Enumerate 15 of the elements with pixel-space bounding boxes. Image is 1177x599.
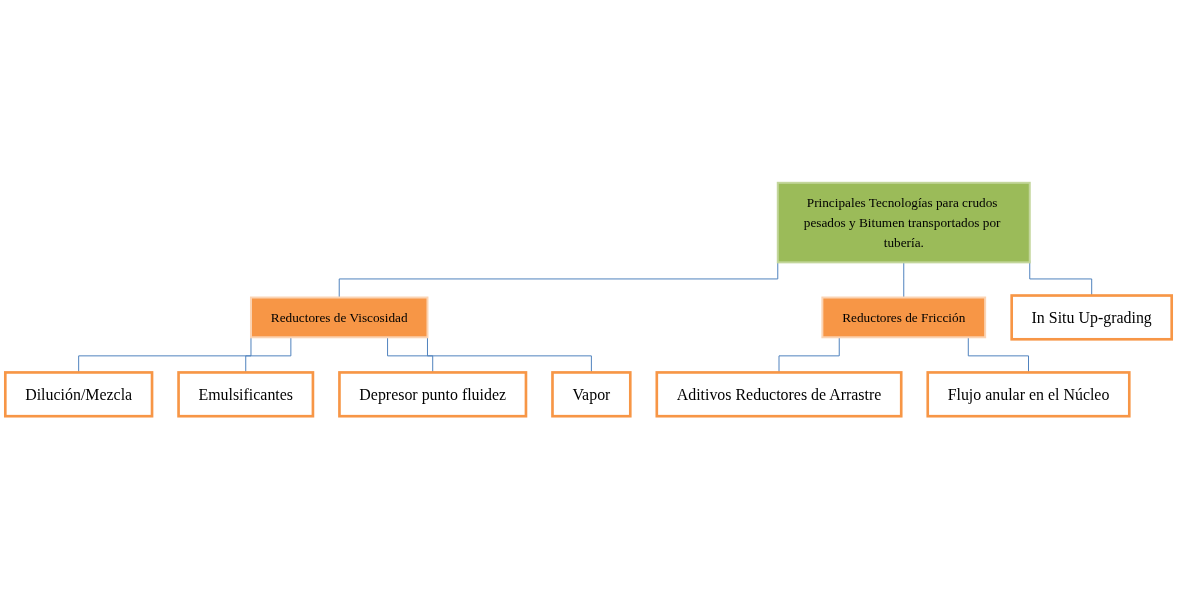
node-box: Emulsificantes <box>177 371 315 418</box>
connector <box>967 336 1029 373</box>
node-box: Reductores de Fricción <box>821 296 987 339</box>
node-box: In Situ Up-grading <box>1010 294 1174 341</box>
connector <box>387 336 434 373</box>
connector <box>245 336 292 373</box>
node-box: Depresor punto fluidez <box>338 371 528 418</box>
node-box: Aditivos Reductores de Arrastre <box>655 371 903 418</box>
node-box: Flujo anular en el Núcleo <box>926 371 1131 418</box>
connector <box>778 336 840 373</box>
node-box: Vapor <box>551 371 632 418</box>
connector <box>903 261 905 298</box>
node-box: Principales Tecnologías para crudos pesados y Bitumen transportados por tubería. <box>776 181 1031 264</box>
node-box: Dilución/Mezcla <box>3 371 154 418</box>
node-box: Reductores de Viscosidad <box>250 296 429 339</box>
